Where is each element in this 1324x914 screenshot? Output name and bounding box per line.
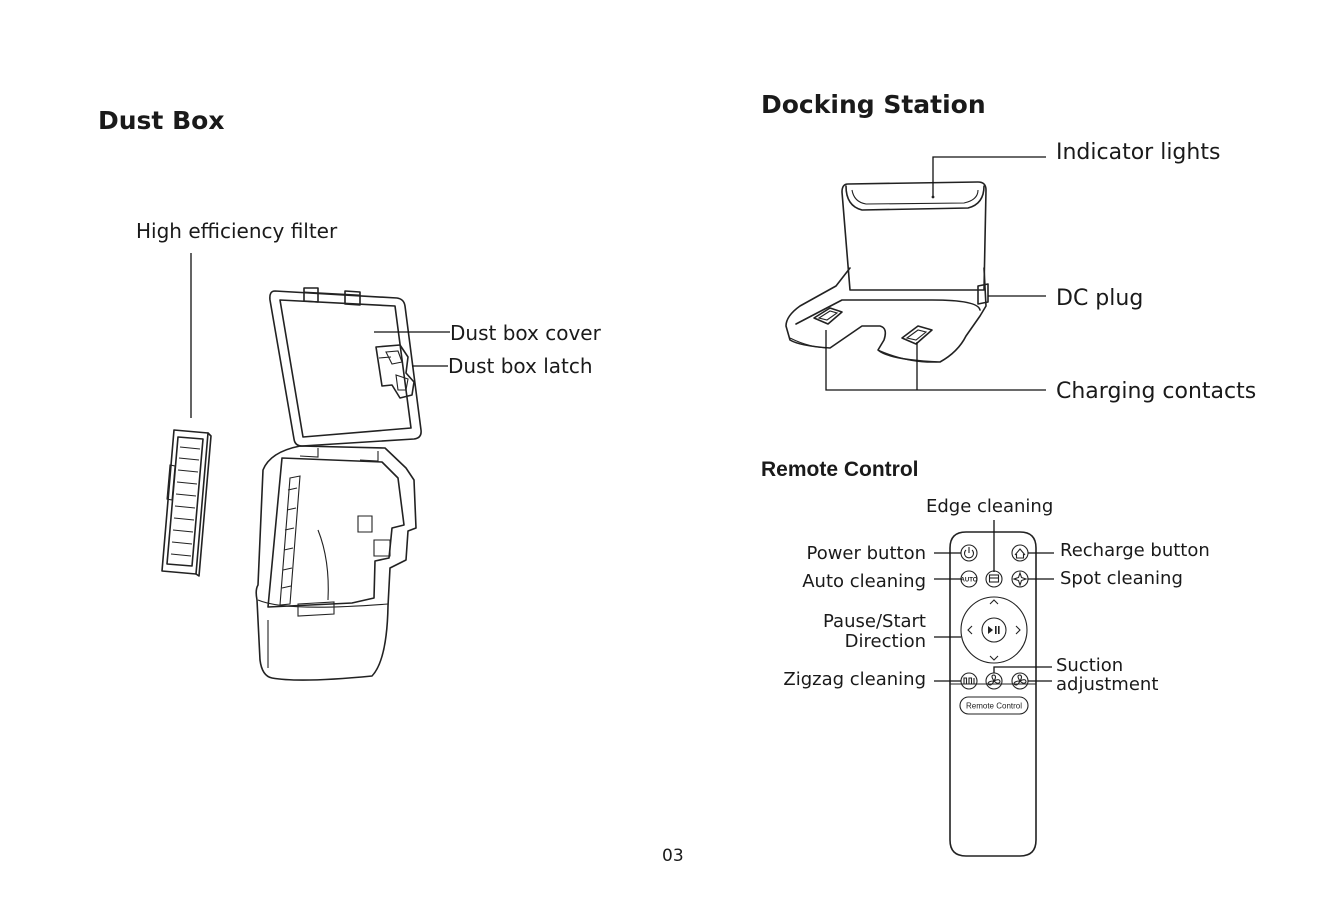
- filter-cartridge: [162, 430, 211, 576]
- arrow-down-icon: [990, 656, 998, 660]
- dust-box-body: [256, 446, 416, 680]
- zigzag-icon[interactable]: [961, 673, 977, 689]
- svg-text:AUTO: AUTO: [961, 578, 978, 584]
- charging-contact-left: [814, 308, 842, 324]
- home-icon[interactable]: [1012, 545, 1028, 561]
- dust-box-cover: [270, 288, 421, 446]
- dust-box-illustration: [162, 253, 450, 680]
- edge-cleaning-icon[interactable]: [986, 571, 1002, 587]
- direction-pad[interactable]: [961, 597, 1027, 663]
- remote-control-illustration: AUTO: [934, 520, 1054, 856]
- fan-icon[interactable]: [1012, 673, 1028, 689]
- arrow-right-icon: [1016, 626, 1020, 634]
- play-pause-icon[interactable]: [988, 626, 1000, 634]
- arrow-up-icon: [990, 600, 998, 604]
- docking-station-illustration: [786, 157, 1046, 390]
- fan-icon[interactable]: [986, 673, 1002, 689]
- auto-cleaning-icon[interactable]: AUTO: [961, 571, 978, 587]
- spot-icon[interactable]: [1012, 571, 1028, 587]
- charging-contact-right: [902, 326, 932, 344]
- power-icon[interactable]: [961, 545, 977, 561]
- svg-text:Remote Control: Remote Control: [966, 702, 1022, 711]
- arrow-left-icon: [968, 626, 972, 634]
- remote-control-name-plate: Remote Control: [960, 697, 1028, 714]
